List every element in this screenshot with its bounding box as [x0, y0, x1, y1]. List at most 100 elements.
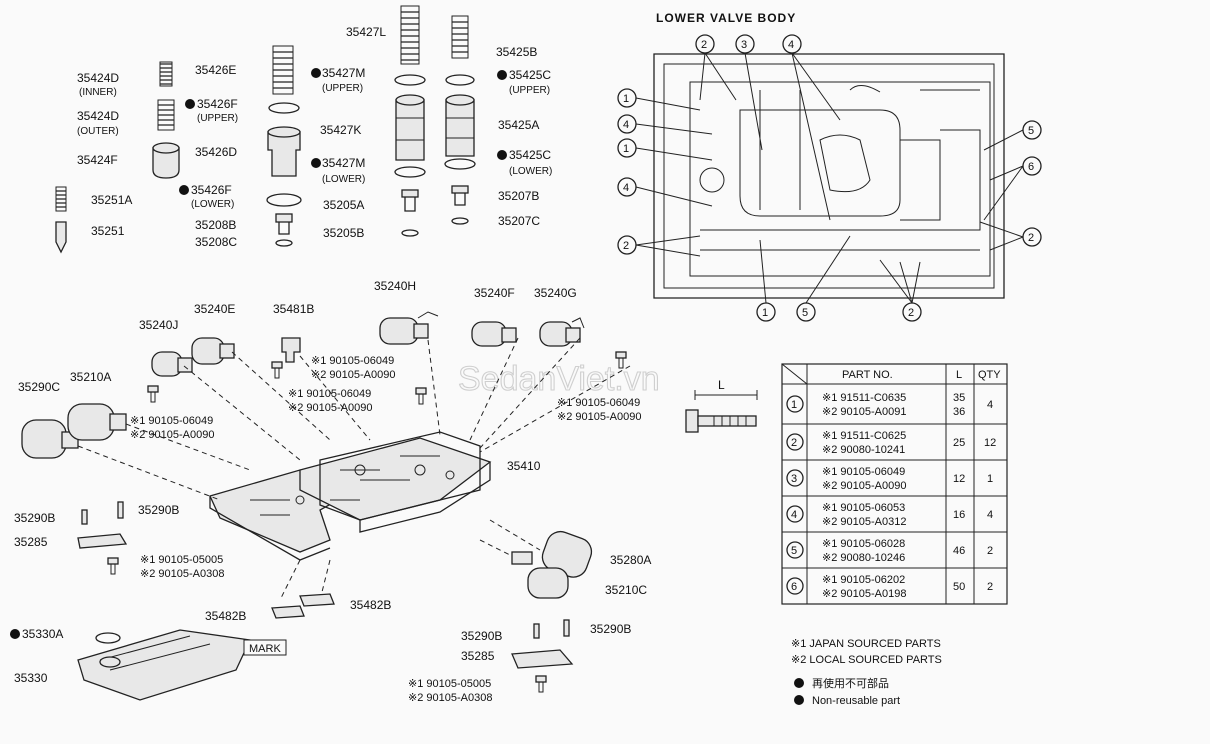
- row-key-circle: [786, 469, 804, 487]
- callout: 2: [701, 39, 707, 51]
- valve-body-35410: [209, 431, 492, 561]
- lower-valve-body-drawing: [653, 53, 1005, 299]
- legend-nonreuse-en: Non-reusable part: [812, 695, 900, 707]
- row-key-circle: [786, 505, 804, 523]
- note: ※2 90105-A0308: [140, 568, 224, 580]
- label-35290c: 35290C: [18, 380, 60, 394]
- label-35205a: 35205A: [323, 198, 364, 212]
- row-key: 4: [791, 509, 797, 521]
- note: ※2 90105-A0090: [557, 411, 641, 423]
- nonreuse-dot: [497, 70, 507, 80]
- callout: 2: [908, 307, 914, 319]
- oring-35208c: [275, 239, 293, 247]
- spring-35427l: [400, 5, 420, 65]
- label-35290b: 35290B: [461, 629, 502, 643]
- row-qty: 12: [984, 437, 996, 449]
- watermark: SedanViet.vn: [458, 360, 660, 398]
- lower-valve-body-title: LOWER VALVE BODY: [656, 11, 796, 25]
- lvb-callouts: 1 4 1 4 2 2 3 4 5 6 2 1 5 2: [617, 34, 1042, 322]
- row-key-circle: [786, 541, 804, 559]
- strainer-35330: [77, 629, 251, 701]
- row-key: 5: [791, 545, 797, 557]
- label-35285: 35285: [461, 649, 495, 663]
- label-35427l: 35427L: [346, 25, 386, 39]
- oring-35427m-upper: [394, 74, 426, 86]
- label-35425b: 35425B: [496, 45, 537, 59]
- row-part-2: ※2 90080-10241: [822, 444, 905, 456]
- solenoid-35240j: [151, 351, 193, 377]
- label-35290b: 35290B: [590, 622, 631, 636]
- table-header-part: PART NO.: [842, 369, 893, 381]
- row-part-2: ※2 90105-A0312: [822, 516, 906, 528]
- label-35424d-outer: 35424D: [77, 109, 119, 123]
- label-35330: 35330: [14, 671, 48, 685]
- callout-leaders: [635, 52, 1024, 304]
- label-35240f: 35240F: [474, 286, 515, 300]
- row-key: 2: [791, 437, 797, 449]
- bolt: [615, 351, 627, 369]
- row-part-1: ※1 90105-06028: [822, 538, 905, 550]
- nonreuse-dot: [10, 629, 20, 639]
- note: ※1 90105-05005: [140, 554, 223, 566]
- row-qty: 2: [987, 545, 993, 557]
- bolt: [535, 675, 547, 693]
- label-35210a: 35210A: [70, 370, 111, 384]
- callout: 4: [623, 182, 629, 194]
- row-part-1: ※1 91511-C0625: [822, 430, 906, 442]
- pin-35290b: [533, 623, 540, 639]
- legend-japan: ※1 JAPAN SOURCED PARTS: [791, 638, 941, 650]
- nonreuse-dot: [311, 158, 321, 168]
- table-header-l: L: [956, 369, 962, 381]
- label-35482b: 35482B: [205, 609, 246, 623]
- sleeve-35427k: [395, 94, 425, 161]
- row-part-2: ※2 90080-10246: [822, 552, 905, 564]
- table-header-qty: QTY: [978, 369, 1001, 381]
- row-key-circle: [786, 395, 804, 413]
- row-key: 1: [791, 399, 797, 411]
- row-part-2: ※2 90105-A0090: [822, 480, 906, 492]
- label-35280a: 35280A: [610, 553, 651, 567]
- callout: 6: [1028, 161, 1034, 173]
- solenoid-35240g: [539, 317, 585, 347]
- solenoid-35240h: [379, 311, 439, 345]
- note-35427m-lower: (LOWER): [322, 174, 365, 185]
- pin-35251: [55, 221, 67, 254]
- oring-35425c-upper: [445, 74, 475, 86]
- pin-35290b: [117, 501, 124, 519]
- row-qty: 2: [987, 581, 993, 593]
- label-35240j: 35240J: [139, 318, 178, 332]
- bolt: [147, 385, 159, 403]
- nonreuse-dot: [311, 68, 321, 78]
- plate-35285: [511, 649, 574, 669]
- plug-35208b: [275, 213, 293, 235]
- label-35482b: 35482B: [350, 598, 391, 612]
- callout: 4: [788, 39, 794, 51]
- row-qty: 4: [987, 399, 993, 411]
- callout: 3: [741, 39, 747, 51]
- plug-35424f: [152, 142, 180, 179]
- label-35427m-upper: 35427M: [322, 66, 365, 80]
- note: ※2 90105-A0090: [288, 402, 372, 414]
- spring-35251a: [55, 186, 67, 212]
- note-inner: (INNER): [79, 87, 117, 98]
- spring-35425b: [451, 15, 469, 59]
- callout: 1: [762, 307, 768, 319]
- callout: 1: [623, 93, 629, 105]
- row-l-2: 36: [953, 406, 965, 418]
- row-part-1: ※1 90105-06053: [822, 502, 905, 514]
- sleeve-35426d: [267, 126, 301, 177]
- solenoid-35210c: [511, 551, 569, 599]
- label-35424f: 35424F: [77, 153, 118, 167]
- row-part-1: ※1 90105-06049: [822, 466, 905, 478]
- pin-35290b: [81, 509, 88, 525]
- label-35330a: 35330A: [22, 627, 63, 641]
- note-35427m-upper: (UPPER): [322, 83, 363, 94]
- row-l: 12: [953, 473, 965, 485]
- plug-35207b: [451, 185, 469, 206]
- legend-local: ※2 LOCAL SOURCED PARTS: [791, 654, 942, 666]
- legend-nonreuse-jp: 再使用不可部品: [812, 676, 889, 690]
- label-35240g: 35240G: [534, 286, 577, 300]
